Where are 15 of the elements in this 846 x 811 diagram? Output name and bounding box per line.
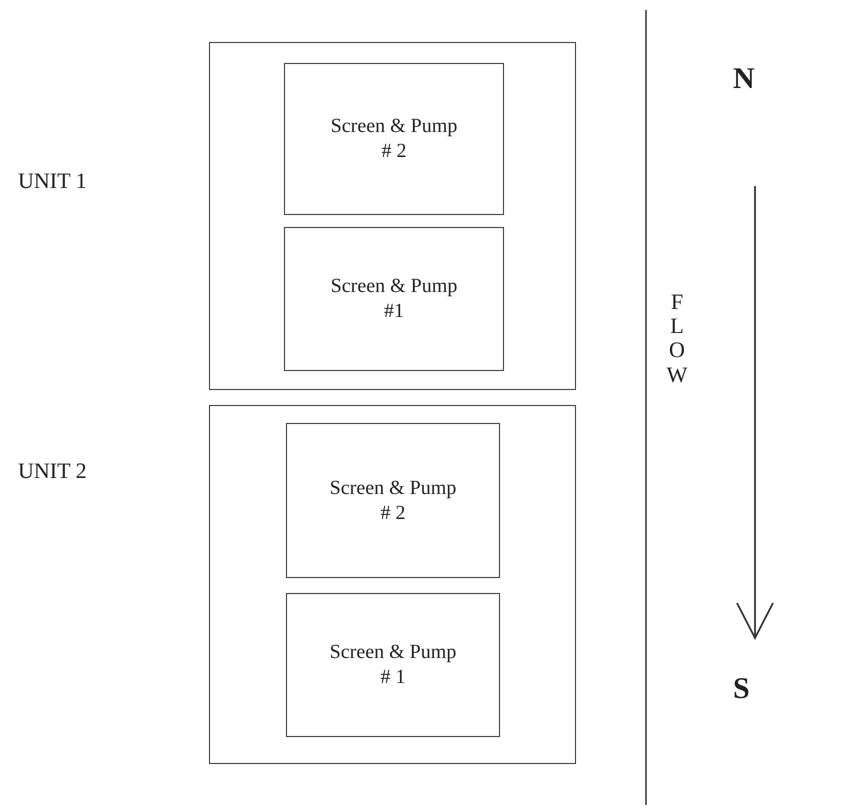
box-label: Screen & Pump # 1	[328, 640, 458, 690]
process-box	[286, 423, 500, 578]
box-label: Screen & Pump # 2	[328, 476, 458, 526]
process-box	[284, 227, 504, 371]
box-label: Screen & Pump # 2	[330, 114, 458, 164]
box-label: Screen & Pump #1	[330, 274, 458, 324]
unit-box	[209, 42, 576, 390]
unit-box	[209, 405, 576, 764]
unit-label: UNIT 2	[18, 458, 87, 484]
north-label: N	[733, 62, 755, 96]
flow-label: FLOW	[666, 290, 688, 387]
unit-label: UNIT 1	[18, 168, 87, 194]
process-box	[286, 593, 500, 737]
process-box	[284, 63, 504, 215]
south-label: S	[733, 672, 750, 706]
